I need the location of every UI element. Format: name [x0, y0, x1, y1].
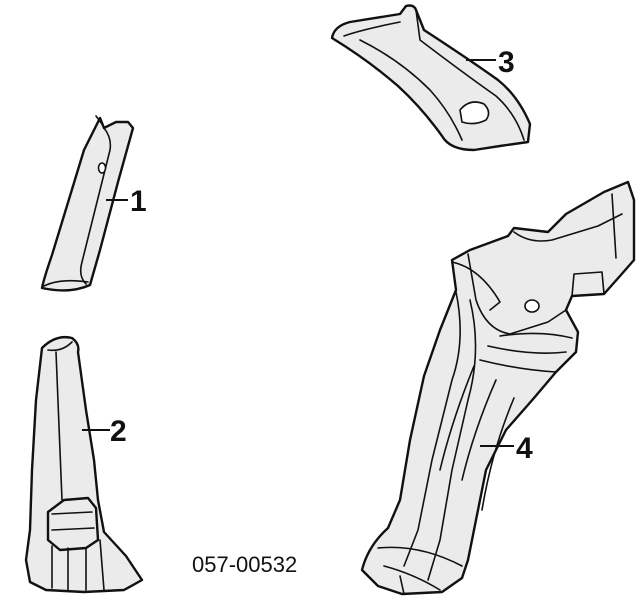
- part-2-pillar-lower-trim: [24, 335, 144, 594]
- part-4-quarter-panel: [360, 180, 636, 596]
- callout-2: 2: [110, 415, 127, 448]
- callout-4: 4: [516, 432, 533, 465]
- part-3-roof-rail-trim: [330, 4, 532, 152]
- part-code: 057-00532: [192, 552, 297, 577]
- callout-3: 3: [498, 46, 515, 79]
- part-1-pillar-trim: [40, 115, 135, 292]
- callout-1: 1: [130, 185, 147, 218]
